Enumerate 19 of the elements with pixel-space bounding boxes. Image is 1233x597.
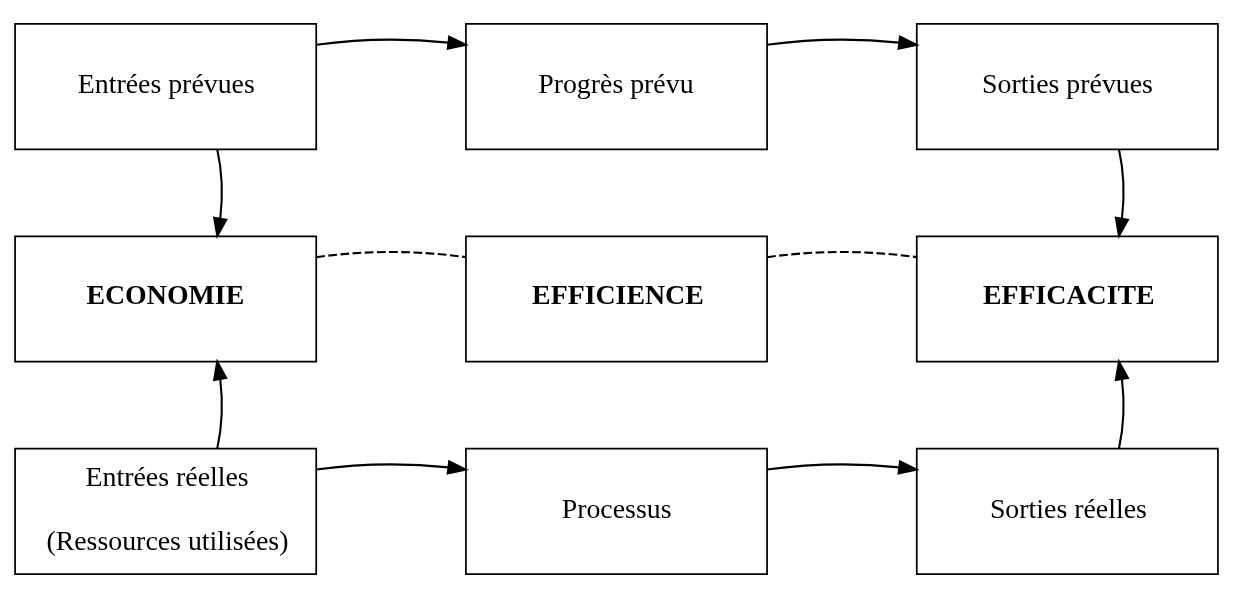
node-box: Entrées prévues xyxy=(14,22,318,150)
node-box: Entrées réelles (Ressources utilisées) xyxy=(14,447,318,575)
node-box: Progrès prévu xyxy=(465,22,768,150)
node-box: Sorties prévues xyxy=(915,22,1219,150)
node-box: Sorties réelles xyxy=(915,447,1219,575)
node-box: EFFICIENCE xyxy=(465,234,768,363)
arrow xyxy=(212,358,228,448)
node-box: Processus xyxy=(465,447,768,575)
arrow xyxy=(766,34,920,50)
arrow xyxy=(316,459,469,475)
connector xyxy=(766,250,917,258)
arrow xyxy=(1114,148,1130,239)
node-box: EFFICACITE xyxy=(915,234,1219,363)
arrow xyxy=(1114,358,1130,448)
connector xyxy=(316,250,466,258)
arrow xyxy=(212,148,228,239)
arrow xyxy=(316,34,469,50)
node-box: ECONOMIE xyxy=(14,234,318,363)
arrow xyxy=(766,459,920,475)
